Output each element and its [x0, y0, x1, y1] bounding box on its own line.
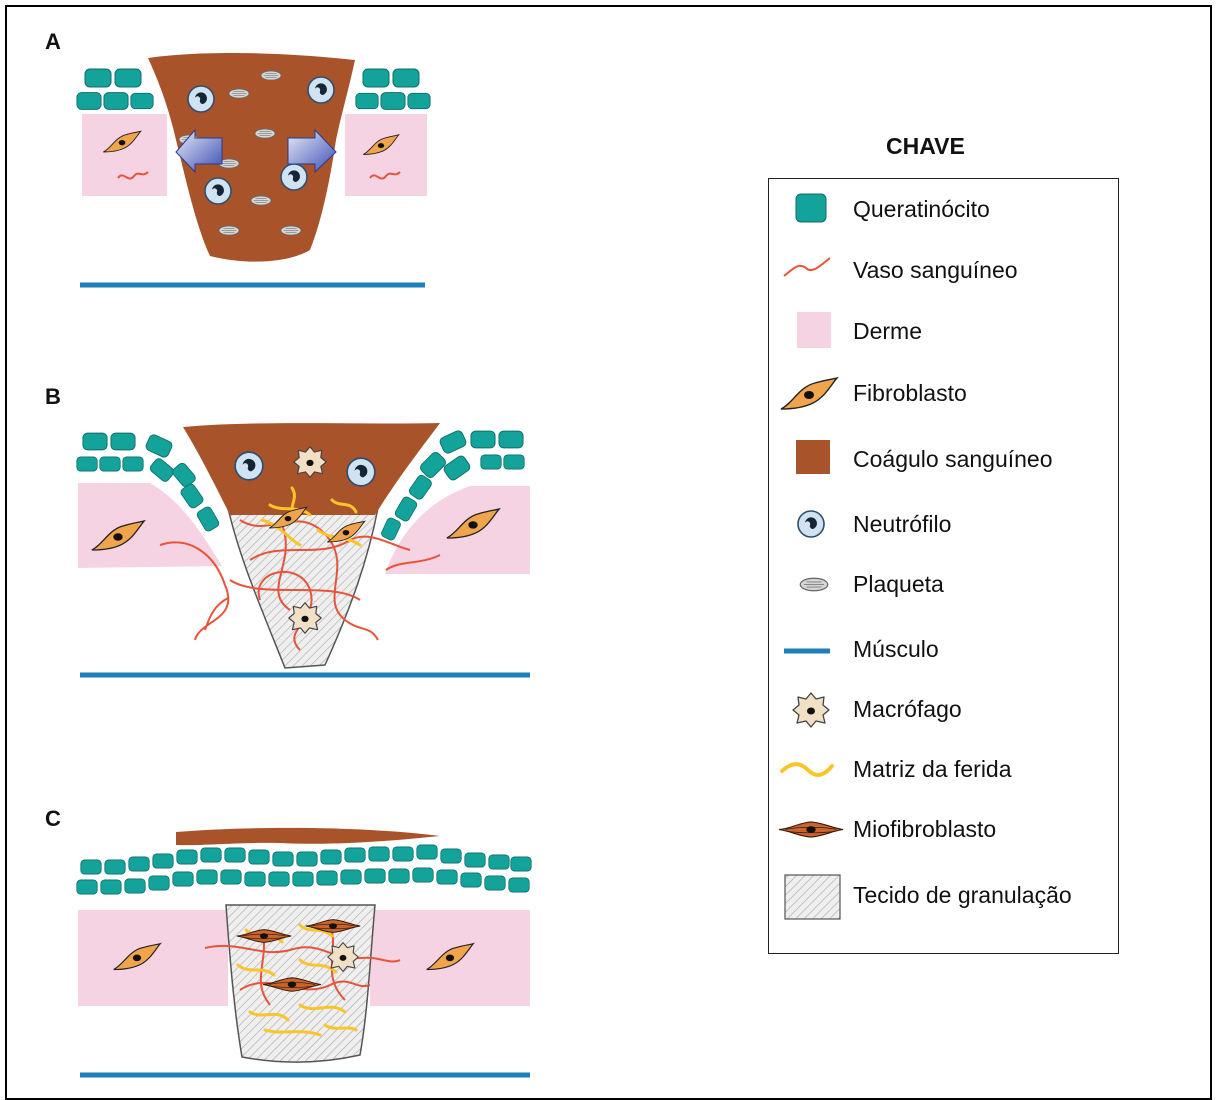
key-label-fibroblast: Fibroblasto: [853, 380, 967, 407]
key-label-dermis: Derme: [853, 318, 922, 345]
key-label-myofibroblast: Miofibroblasto: [853, 816, 996, 843]
keratinocyte-layer-a-right: [356, 69, 430, 109]
key-label-blood-clot: Coágulo sanguíneo: [853, 446, 1053, 473]
keratinocyte-layer-c: [77, 845, 531, 894]
panel-a-diagram: [77, 53, 430, 285]
key-label-keratinocyte: Queratinócito: [853, 196, 990, 223]
key-label-blood-vessel: Vaso sanguíneo: [853, 257, 1018, 284]
panel-c-diagram: [77, 828, 531, 1075]
scab-c: [176, 828, 440, 845]
panel-b-diagram: [77, 423, 530, 675]
keratinocyte-layer-a-left: [77, 69, 153, 109]
key-label-neutrophil: Neutrófilo: [853, 511, 951, 538]
key-label-macrophage: Macrófago: [853, 696, 962, 723]
key-title: CHAVE: [886, 133, 965, 160]
key-label-muscle: Músculo: [853, 636, 939, 663]
dermis-left-c: [78, 910, 228, 1006]
dermis-right-a: [345, 114, 427, 196]
key-label-platelet: Plaqueta: [853, 571, 944, 598]
key-label-wound-matrix: Matriz da ferida: [853, 756, 1012, 783]
key-label-granulation-tissue: Tecido de granulação: [853, 882, 1072, 909]
dermis-left-a: [82, 114, 167, 196]
